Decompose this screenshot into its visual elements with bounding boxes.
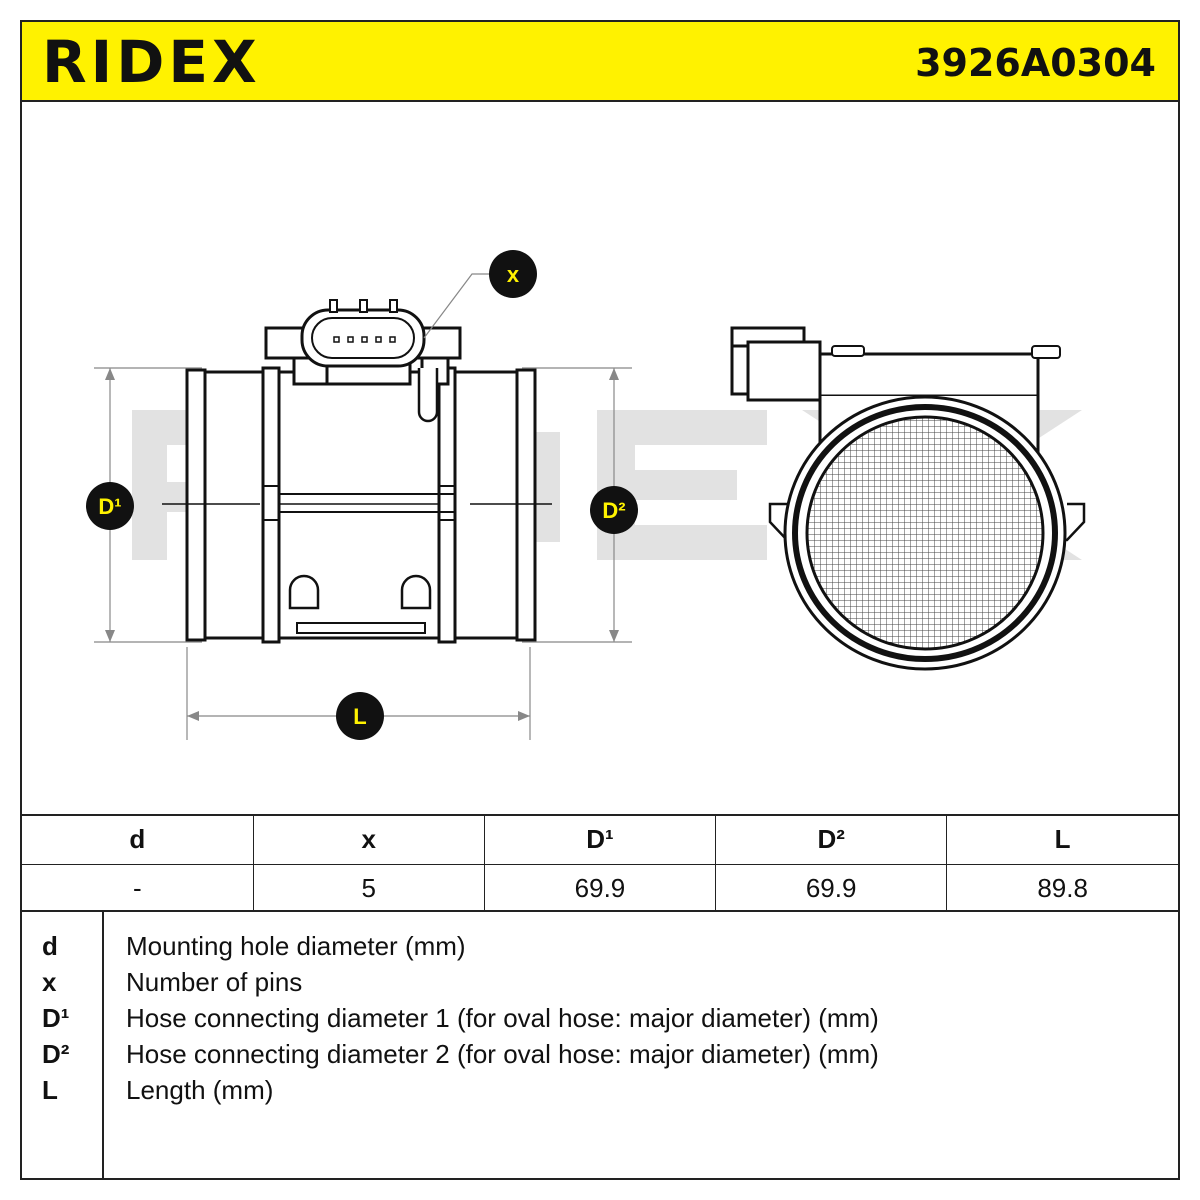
legend-symbol: D² xyxy=(42,1039,70,1069)
callout-length-label: L xyxy=(353,704,366,729)
brand-logo: RIDEX xyxy=(42,28,261,96)
spec-table-grid: d x D¹ D² L - 5 69.9 69.9 89.8 xyxy=(22,816,1178,912)
callout-length: L xyxy=(336,692,384,740)
spec-value-d2: 69.9 xyxy=(715,864,948,912)
legend-item: L Length (mm) xyxy=(22,1072,1178,1108)
callout-diameter-1-label: D¹ xyxy=(98,494,121,519)
technical-drawing: x D¹ D² L xyxy=(22,102,1178,814)
legend-item: D¹ Hose connecting diameter 1 (for oval … xyxy=(22,1000,1178,1036)
legend-item: x Number of pins xyxy=(22,964,1178,1000)
callout-pins: x xyxy=(489,250,537,298)
callout-diameter-1: D¹ xyxy=(86,482,134,530)
legend-description: Hose connecting diameter 1 (for oval hos… xyxy=(126,1003,879,1033)
legend-description: Mounting hole diameter (mm) xyxy=(126,931,466,961)
spec-header-x: x xyxy=(253,816,485,865)
callout-pins-label: x xyxy=(507,262,520,287)
legend-description: Number of pins xyxy=(126,967,303,997)
spec-header-row: d x D¹ D² L xyxy=(22,816,1178,865)
legend-description: Hose connecting diameter 2 (for oval hos… xyxy=(126,1039,879,1069)
spec-value-l: 89.8 xyxy=(1037,872,1088,903)
end-view xyxy=(730,326,1086,671)
legend-item: d Mounting hole diameter (mm) xyxy=(22,928,1178,964)
legend-item: D² Hose connecting diameter 2 (for oval … xyxy=(22,1036,1178,1072)
spec-header-l: L xyxy=(946,816,1178,865)
legend: d Mounting hole diameter (mm) x Number o… xyxy=(22,912,1178,1178)
legend-symbol: D¹ xyxy=(42,1003,70,1033)
legend-symbol: d xyxy=(42,931,58,961)
drawing-canvas: x D¹ D² L xyxy=(86,250,1086,740)
callout-diameter-2-label: D² xyxy=(602,498,625,523)
spec-header-d1: D¹ xyxy=(484,816,717,865)
legend-symbol: L xyxy=(42,1075,58,1105)
spec-value-x: 5 xyxy=(253,864,485,912)
callout-diameter-2: D² xyxy=(590,486,638,534)
spec-header-d: d xyxy=(22,816,254,865)
spec-value-d1: 69.9 xyxy=(484,864,717,912)
spec-value-d: - xyxy=(22,864,254,912)
spec-header-d2: D² xyxy=(715,816,948,865)
side-view xyxy=(185,299,537,644)
legend-symbol: x xyxy=(42,967,57,997)
part-number: 3926A0304 xyxy=(915,41,1156,85)
header-bar: RIDEX 3926A0304 xyxy=(22,22,1178,102)
legend-description: Length (mm) xyxy=(126,1075,274,1105)
datasheet: RIDEX 3926A0304 xyxy=(20,20,1180,1180)
spec-value-row: - 5 69.9 69.9 89.8 xyxy=(22,864,1178,912)
dimension-arrows xyxy=(105,368,619,721)
spec-table: d x D¹ D² L - 5 69.9 69.9 89.8 xyxy=(22,814,1178,912)
legend-divider xyxy=(102,912,104,1178)
